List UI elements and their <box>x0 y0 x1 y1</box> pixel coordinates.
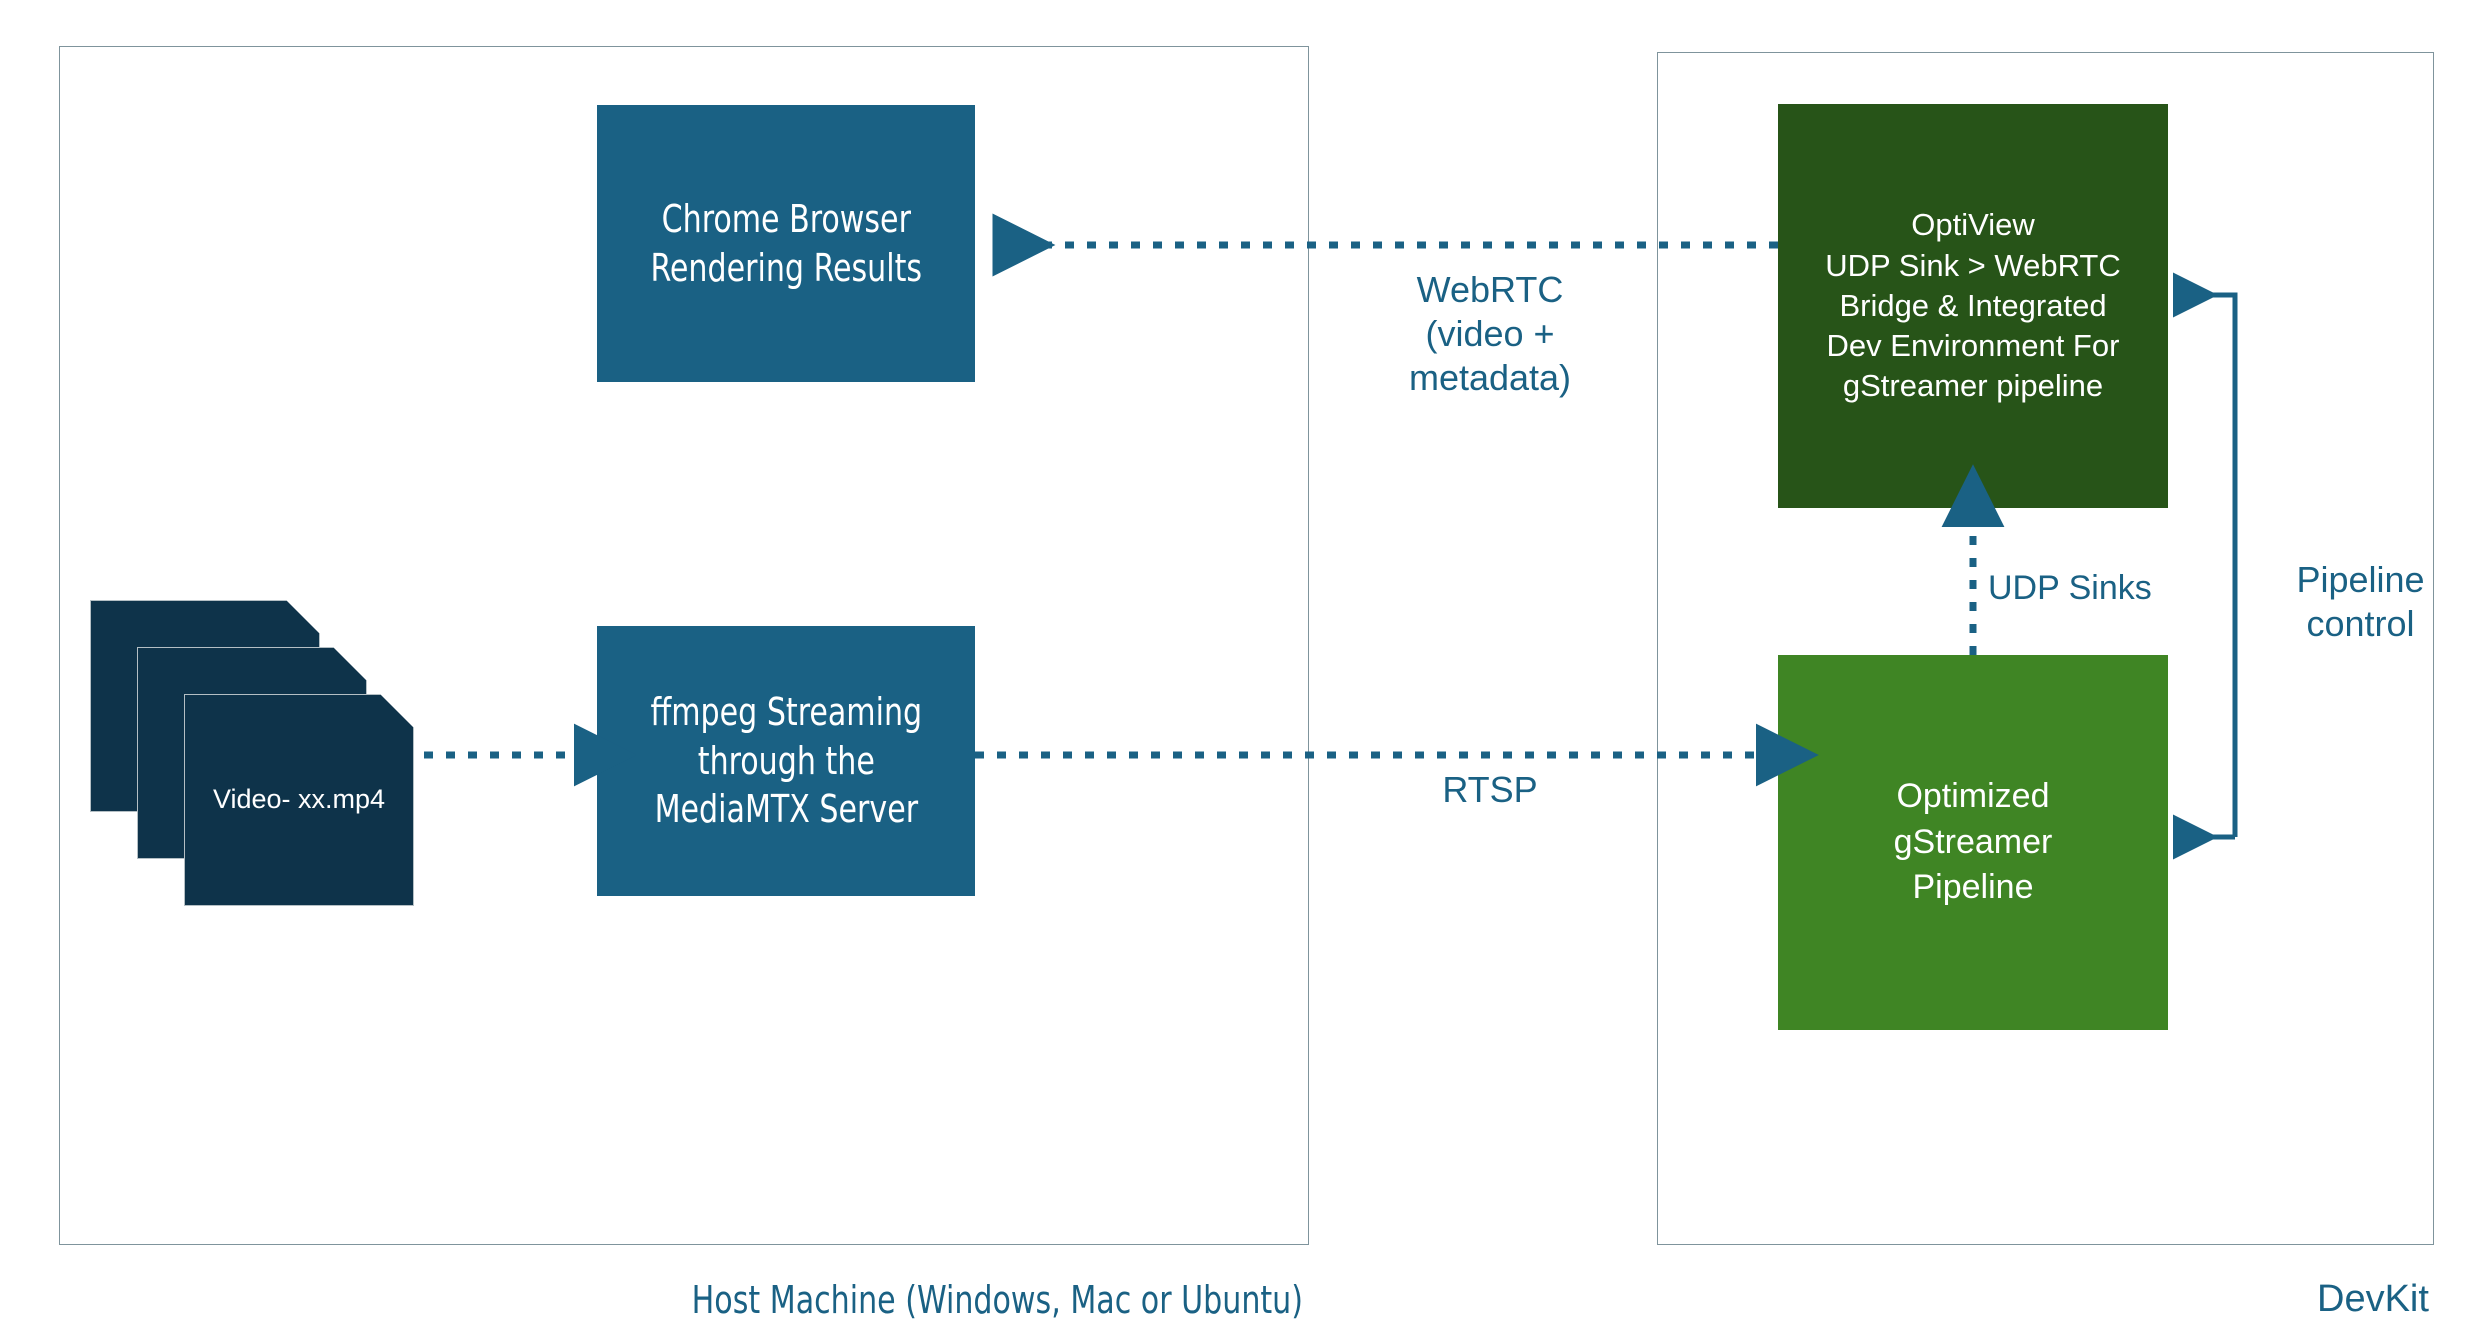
node-optiview-label: OptiView UDP Sink > WebRTC Bridge & Inte… <box>1825 207 2121 404</box>
zone-host-machine <box>59 46 1309 1245</box>
zone-label-devkit: DevKit <box>2317 1278 2429 1320</box>
node-chrome-browser[interactable]: Chrome Browser Rendering Results <box>597 105 975 382</box>
node-ffmpeg-mediamtx[interactable]: ffmpeg Streaming through the MediaMTX Se… <box>597 626 975 896</box>
edge-label-webrtc: WebRTC (video + metadata) <box>1408 269 1572 398</box>
edge-label-pipeline-control: Pipeline control <box>2296 559 2425 644</box>
edge-label-udp-sinks: UDP Sinks <box>1988 569 2152 607</box>
edge-label-rtsp: RTSP <box>1442 769 1538 810</box>
zone-devkit <box>1657 52 2434 1245</box>
video-file-label: Video- xx.mp4 <box>212 784 386 815</box>
node-optiview[interactable]: OptiView UDP Sink > WebRTC Bridge & Inte… <box>1778 104 2168 508</box>
zone-label-host-machine: Host Machine (Windows, Mac or Ubuntu) <box>691 1278 1303 1322</box>
video-file-sheet-front[interactable]: Video- xx.mp4 <box>184 694 414 906</box>
node-ffmpeg-mediamtx-label: ffmpeg Streaming through the MediaMTX Se… <box>650 690 922 832</box>
node-optimized-gstreamer-pipeline[interactable]: Optimized gStreamer Pipeline <box>1778 655 2168 1030</box>
video-file-stack: Video- xx.mp4 <box>90 600 420 930</box>
node-chrome-browser-label: Chrome Browser Rendering Results <box>650 196 922 290</box>
node-optimized-gstreamer-pipeline-label: Optimized gStreamer Pipeline <box>1893 777 2053 907</box>
